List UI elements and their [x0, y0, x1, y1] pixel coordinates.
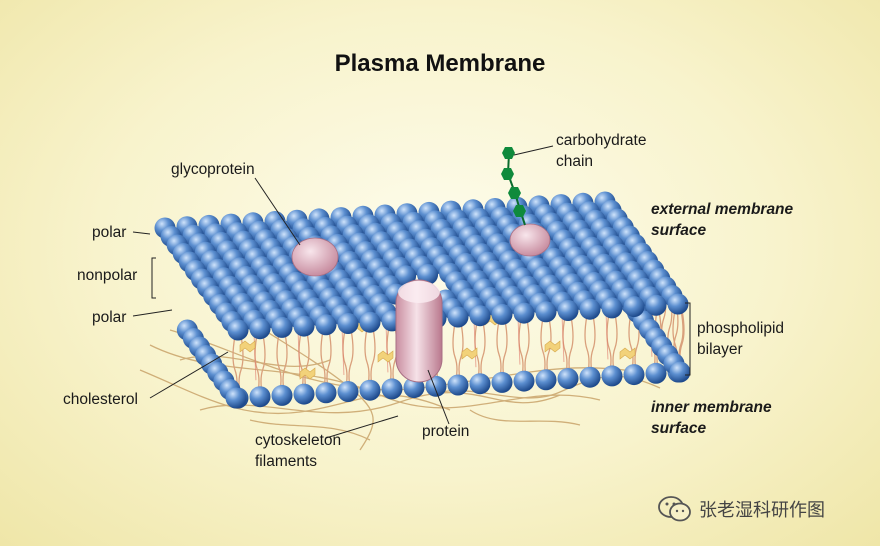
transmembrane-protein [395, 279, 443, 383]
wechat-icon [658, 496, 691, 522]
phospholipid-head [469, 305, 491, 327]
phospholipid-head [557, 368, 579, 389]
phospholipid-head [623, 364, 645, 386]
phospholipid-head [381, 378, 403, 400]
label-phospholipid-line1: phospholipid [697, 320, 785, 337]
phospholipid-head [315, 314, 337, 336]
phospholipid-head [601, 297, 623, 319]
label-cholesterol: cholesterol [63, 391, 138, 408]
cholesterol-molecules [239, 313, 636, 380]
glycoprotein-left [291, 237, 339, 277]
cholesterol-molecule [239, 340, 256, 353]
phospholipid-head [579, 298, 601, 320]
phospholipid-head [645, 294, 667, 316]
phospholipid-head [227, 319, 249, 341]
phospholipid-head [623, 296, 645, 318]
label-external-line1: external membrane [651, 201, 794, 218]
cholesterol-molecule [544, 340, 561, 353]
lipid-tail [341, 324, 345, 376]
cholesterol-molecule [619, 347, 636, 360]
phospholipid-head [447, 306, 469, 328]
lipid-tail [517, 314, 521, 365]
glycoprotein-right [509, 223, 551, 257]
label-inner-line2: surface [651, 420, 707, 437]
carbohydrate-chain [501, 147, 526, 226]
lipid-tail [385, 322, 389, 373]
leader-lines [132, 145, 691, 439]
lipid-tail [297, 327, 301, 378]
lipid-tail [473, 317, 477, 368]
phospholipid-head [315, 382, 337, 404]
phospholipid-head [557, 300, 579, 321]
watermark: 张老湿科研作图 [657, 495, 825, 523]
phospholipid-head [337, 313, 359, 334]
phospholipid-head [337, 381, 359, 402]
phospholipid-head [513, 302, 535, 324]
phospholipid-head [469, 373, 491, 395]
label-carbohydrate-line2: chain [556, 153, 594, 170]
phospholipid-head [645, 362, 667, 384]
phospholipid-head [491, 371, 513, 393]
watermark-text: 张老湿科研作图 [699, 500, 825, 521]
phospholipid-head [601, 365, 623, 387]
lipid-tail [253, 330, 257, 381]
phospholipid-head [271, 316, 293, 338]
label-polar-top: polar [92, 224, 127, 241]
label-glycoprotein: glycoprotein [171, 161, 255, 178]
sugar-hexagon [501, 168, 514, 180]
phospholipid-head [271, 384, 293, 406]
phospholipid-head [535, 301, 557, 323]
label-inner-line1: inner membrane [651, 399, 772, 416]
lipid-tail [605, 309, 609, 360]
phospholipid-head [535, 369, 557, 391]
phospholipid-head [293, 315, 315, 337]
label-cytoskeleton-line2: filaments [255, 453, 318, 470]
diagram-title: Plasma Membrane [334, 50, 546, 77]
phospholipid-head [579, 366, 601, 388]
phospholipid-head [359, 311, 381, 333]
label-protein: protein [422, 423, 470, 440]
phospholipid-head [667, 293, 689, 315]
phospholipid-head [359, 379, 381, 401]
phospholipid-head [249, 318, 271, 340]
sugar-hexagon [508, 187, 521, 199]
phospholipid-head [425, 375, 447, 397]
label-phospholipid-line2: bilayer [697, 341, 743, 358]
phospholipid-head [293, 383, 315, 405]
phospholipid-head [447, 374, 469, 396]
lipid-tail [561, 311, 565, 363]
label-nonpolar: nonpolar [77, 267, 138, 284]
sugar-hexagon [502, 147, 515, 159]
phospholipid-head [669, 361, 691, 383]
cholesterol-molecule [461, 347, 478, 360]
sugar-hexagon [513, 205, 526, 217]
phospholipid-head [225, 387, 247, 409]
phospholipid-head [491, 303, 513, 325]
label-carbohydrate-line1: carbohydrate [556, 132, 647, 149]
phospholipid-head [513, 370, 535, 392]
label-cytoskeleton-line1: cytoskeleton [255, 432, 342, 449]
phospholipid-head [249, 386, 271, 408]
cholesterol-molecule [377, 350, 394, 363]
label-external-line2: surface [651, 222, 707, 239]
label-polar-bottom: polar [92, 309, 127, 326]
cholesterol-molecule [299, 367, 316, 380]
